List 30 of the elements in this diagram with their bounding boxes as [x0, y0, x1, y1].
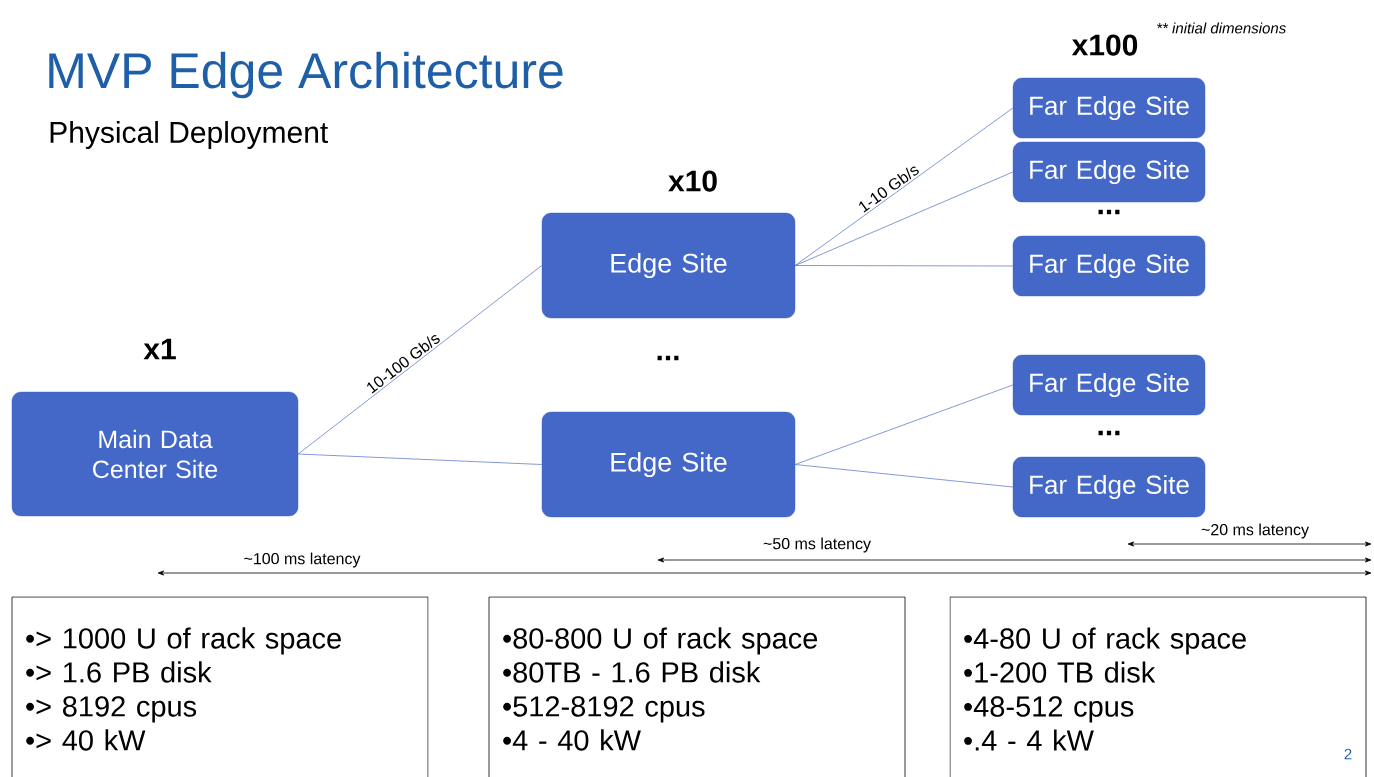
latency-label: ~20 ms latency — [1200, 522, 1311, 540]
connector-line — [794, 464, 1014, 488]
connector-line — [297, 453, 543, 465]
connector-line — [794, 107, 1014, 266]
latency-label: ~50 ms latency — [762, 536, 873, 554]
subtitle: Physical Deployment — [50, 121, 328, 149]
latency-label: ~100 ms latency — [242, 551, 362, 569]
site-box: Far Edge Site — [1012, 354, 1206, 416]
site-box: Edge Site — [541, 212, 796, 319]
ellipsis: ... — [657, 355, 679, 361]
edge-label: 1-10 Gb/s — [855, 161, 922, 215]
spec-box: •80-800 U of rack space •80TB - 1.6 PB disk •512-8192 cpus •4 - 40 kW — [488, 596, 906, 777]
spec-box: •> 1000 U of rack space •> 1.6 PB disk •> 8192 cpus •> 40 kW — [11, 596, 429, 777]
footnote: ** initial dimensions — [1157, 22, 1286, 34]
page-number: 2 — [1344, 748, 1352, 760]
connector-line — [794, 171, 1014, 266]
site-box: Main Data Center Site — [11, 391, 299, 517]
count-label: x100 — [1071, 34, 1138, 56]
connector-line — [794, 265, 1014, 267]
title: MVP Edge Architecture — [49, 51, 563, 99]
ellipsis: ... — [1098, 430, 1120, 436]
connector-line — [794, 384, 1014, 465]
ellipsis: ... — [1098, 209, 1120, 215]
site-box: Far Edge Site — [1012, 141, 1206, 203]
count-label: x1 — [143, 338, 176, 360]
connector-line — [297, 265, 543, 455]
site-box: Far Edge Site — [1012, 235, 1206, 297]
site-box: Edge Site — [541, 411, 796, 518]
site-box: Far Edge Site — [1012, 77, 1206, 139]
site-box: Far Edge Site — [1012, 456, 1206, 518]
